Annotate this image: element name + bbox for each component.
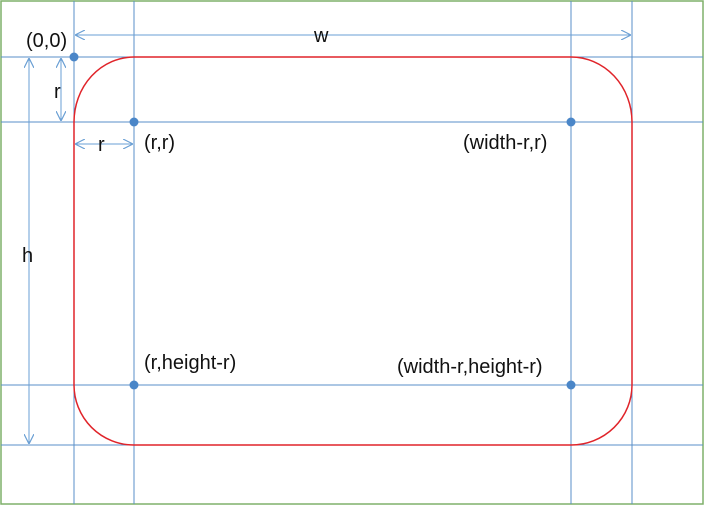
- height-label: h: [22, 245, 33, 267]
- corner-top-left-label: (r,r): [144, 132, 175, 154]
- corner-bottom-left-label: (r,height-r): [144, 352, 236, 374]
- corner-top-right-label: (width-r,r): [463, 132, 547, 154]
- point-bottom-right: [566, 380, 576, 390]
- point-origin: [69, 52, 79, 62]
- radius-vertical-label: r: [54, 81, 61, 103]
- point-top-left: [129, 117, 139, 127]
- corner-bottom-right-label: (width-r,height-r): [397, 356, 543, 378]
- rounded-rectangle: [73, 56, 633, 446]
- radius-horizontal-label: r: [98, 134, 105, 156]
- point-bottom-left: [129, 380, 139, 390]
- origin-label: (0,0): [26, 30, 67, 52]
- width-label: w: [313, 25, 329, 47]
- point-top-right: [566, 117, 576, 127]
